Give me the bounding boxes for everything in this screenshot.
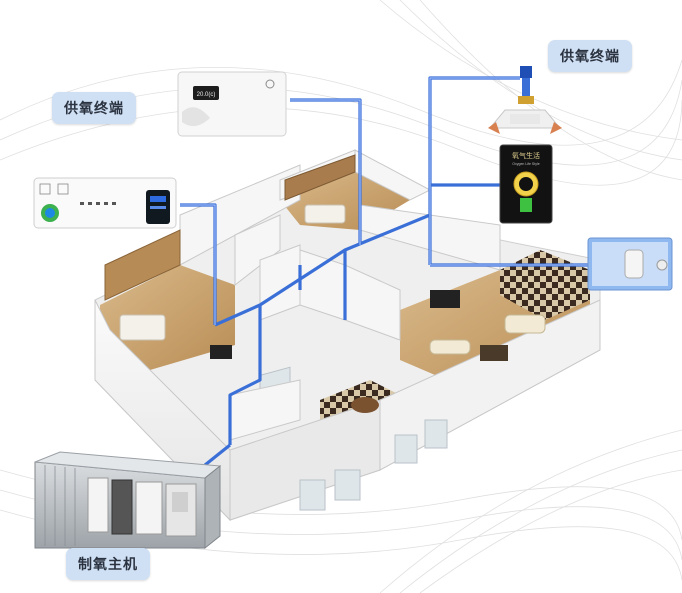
oxygen-generator-container xyxy=(34,451,222,550)
terminal-label-right: 供氧终端 xyxy=(548,40,632,72)
indicator-dots xyxy=(80,202,116,205)
wall-oxygen-unit xyxy=(587,237,673,291)
dining-table xyxy=(351,397,379,413)
oxygen-life-panel: 氧气生活 Oxygen Life Style xyxy=(499,144,553,224)
panel-swirl-icon xyxy=(182,107,210,127)
left-terminal-device xyxy=(33,177,177,229)
sofa xyxy=(504,314,546,334)
pipe-highlight xyxy=(180,77,590,325)
bed-left xyxy=(119,314,166,341)
wall-panel-display: 20.0(c) xyxy=(197,92,216,98)
bedroom-left-floor xyxy=(100,265,235,370)
oxygen-panel-subtitle: Oxygen Life Style xyxy=(512,162,539,166)
oxygen-panel-title: 氧气生活 xyxy=(512,151,540,160)
host-label: 制氧主机 xyxy=(66,548,150,580)
coffee-table xyxy=(480,345,508,361)
kitchen-floor xyxy=(500,250,590,320)
brand-logo-icon xyxy=(265,79,275,89)
terminal-label-left: 供氧终端 xyxy=(52,92,136,124)
tv xyxy=(430,290,460,308)
ceiling-oxygen-terminal xyxy=(488,66,562,134)
bed-top xyxy=(304,204,346,224)
wall-panel-terminal: 20.0(c) xyxy=(177,71,287,137)
